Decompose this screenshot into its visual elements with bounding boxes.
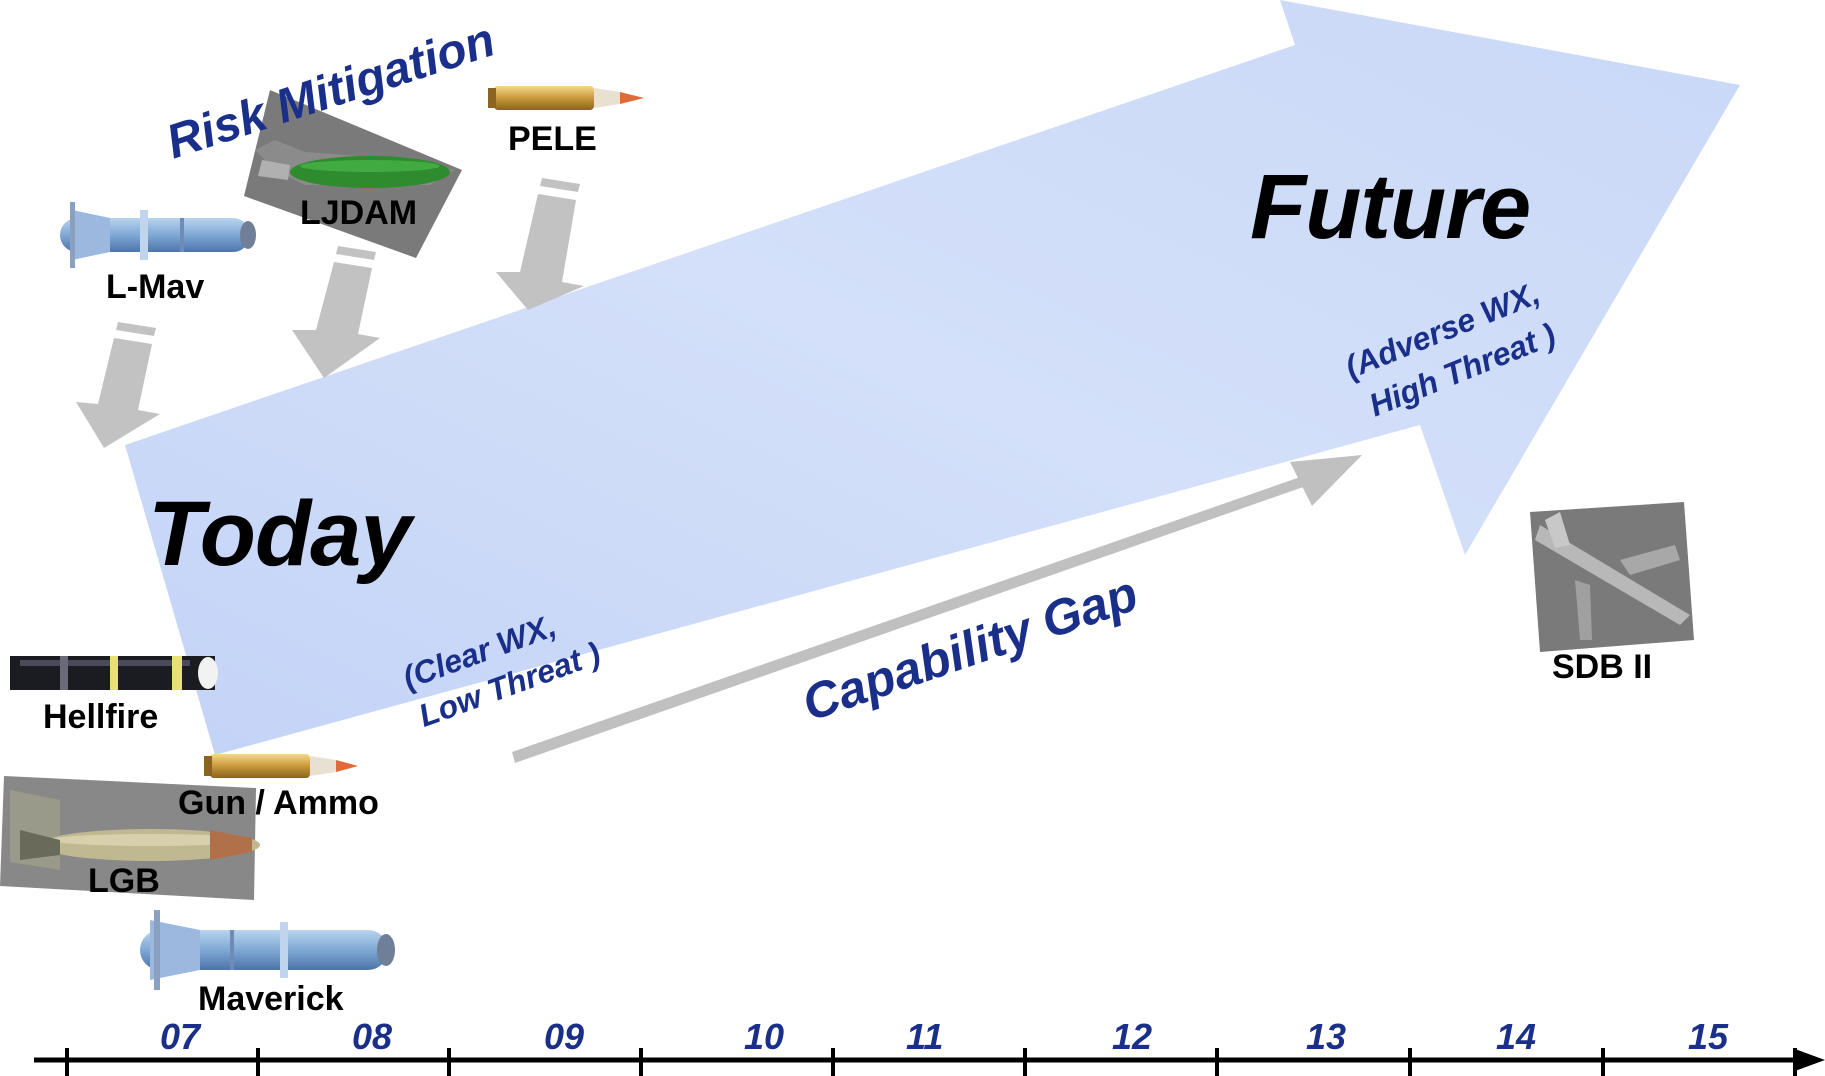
sdb2-aircraft-image [1530, 502, 1694, 652]
ljdam-image [244, 90, 462, 258]
risk-arrow-pele [496, 178, 584, 310]
weapon-label-lmav: L-Mav [106, 268, 205, 306]
risk-arrow-ljdam [292, 246, 380, 378]
year-label: 12 [1112, 1016, 1153, 1057]
weapon-label-hellfire: Hellfire [43, 698, 159, 736]
year-label: 10 [744, 1016, 785, 1057]
progression-arrow [125, 0, 1740, 755]
maverick-missile [140, 910, 395, 990]
pele-cartridge [488, 86, 644, 110]
year-label: 08 [352, 1016, 393, 1057]
weapon-label-pele: PELE [508, 120, 597, 158]
weapon-label-ljdam: LJDAM [300, 194, 418, 232]
lgb-image [0, 776, 260, 900]
weapon-label-lgb: LGB [88, 862, 160, 900]
year-label: 07 [160, 1016, 201, 1057]
capability-gap-arrow [512, 455, 1362, 763]
weapon-label-sdb2: SDB II [1552, 648, 1653, 686]
year-label: 09 [544, 1016, 585, 1057]
phase-today-label: Today [148, 483, 412, 585]
year-label: 13 [1306, 1016, 1347, 1057]
phase-future-label: Future [1250, 156, 1531, 258]
gun-ammo-cartridge [204, 754, 358, 778]
risk-arrow-lmav [76, 322, 160, 448]
year-label: 11 [906, 1016, 944, 1057]
lmav-missile [60, 202, 256, 268]
year-label: 14 [1496, 1016, 1537, 1057]
timeline-axis [34, 1048, 1825, 1076]
year-label: 15 [1688, 1016, 1729, 1057]
hellfire-missile [10, 656, 218, 690]
weapon-label-gun-ammo: Gun / Ammo [178, 784, 379, 822]
weapon-label-maverick: Maverick [198, 980, 344, 1018]
